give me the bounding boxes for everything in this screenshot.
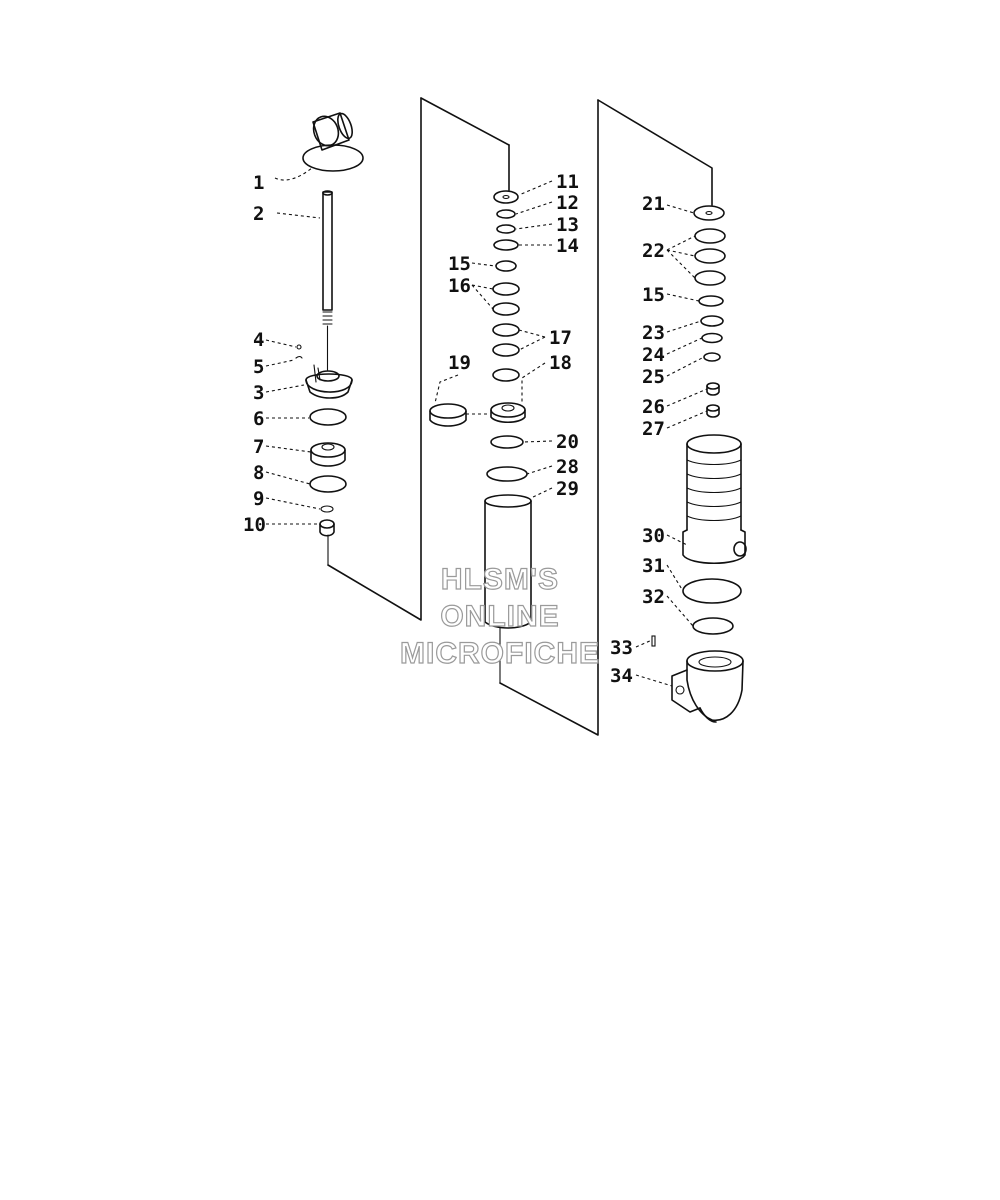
part-18-piston (490, 402, 526, 424)
callout-1: 1 (253, 172, 264, 194)
callout-9: 9 (253, 488, 264, 510)
callout-26: 26 (642, 396, 665, 418)
part-6-o-ring (309, 408, 347, 426)
callout-17: 17 (549, 327, 572, 349)
part-8-o-ring (309, 475, 347, 493)
callout-labels: 1 2 4 5 3 6 7 8 9 10 11 12 13 14 15 16 1… (243, 171, 665, 687)
watermark: HLSM'S ONLINE MICROFICHE (399, 562, 600, 670)
callout-22: 22 (642, 240, 665, 262)
callout-28: 28 (556, 456, 579, 478)
callout-10: 10 (243, 514, 266, 536)
callout-24: 24 (642, 344, 665, 366)
part-4-pin (296, 344, 302, 350)
part-19-piston-ring (429, 403, 467, 427)
callout-30: 30 (642, 525, 665, 547)
part-33-pin (651, 635, 656, 647)
part-20-o-ring (490, 435, 524, 449)
part-3-end-cap (305, 364, 353, 399)
callout-18: 18 (549, 352, 572, 374)
watermark-line-2: ONLINE (440, 600, 559, 633)
part-10-nut (319, 519, 335, 537)
part-29-tube (484, 494, 532, 629)
callout-13: 13 (556, 214, 579, 236)
part-26-spacer (706, 382, 720, 396)
part-31-o-ring (682, 578, 742, 604)
part-34-lower-mount (671, 650, 744, 723)
watermark-line-1: HLSM'S (441, 563, 559, 596)
middle-shims (492, 190, 520, 382)
callout-32: 32 (642, 586, 665, 608)
callout-27: 27 (642, 418, 665, 440)
callout-4: 4 (253, 329, 264, 351)
part-28-ring (486, 466, 528, 482)
callout-31: 31 (642, 555, 665, 577)
callout-16: 16 (448, 275, 471, 297)
callout-33: 33 (610, 637, 633, 659)
callout-6: 6 (253, 408, 264, 430)
callout-23: 23 (642, 322, 665, 344)
part-1-eyelet (302, 112, 364, 172)
part-2-shaft (322, 190, 333, 371)
callout-15b: 15 (642, 284, 665, 306)
part-30-reservoir-body (682, 434, 747, 564)
callout-15a: 15 (448, 253, 471, 275)
leader-lines (265, 167, 708, 687)
callout-12: 12 (556, 192, 579, 214)
panel-frames (327, 97, 713, 736)
callout-21: 21 (642, 193, 665, 215)
part-32-o-ring (692, 617, 734, 635)
part-5-clip (295, 355, 303, 359)
callout-14: 14 (556, 235, 579, 257)
callout-20: 20 (556, 431, 579, 453)
callout-2: 2 (253, 203, 264, 225)
callout-34: 34 (610, 665, 633, 687)
callout-25: 25 (642, 366, 665, 388)
watermark-line-3: MICROFICHE (400, 637, 600, 670)
part-27-nut (706, 404, 720, 418)
callout-19: 19 (448, 352, 471, 374)
part-7-bushing (310, 442, 346, 467)
part-9-washer (320, 505, 334, 513)
callout-7: 7 (253, 436, 264, 458)
callout-29: 29 (556, 478, 579, 500)
right-shims (693, 205, 726, 362)
callout-3: 3 (253, 382, 264, 404)
callout-5: 5 (253, 356, 264, 378)
callout-8: 8 (253, 462, 264, 484)
callout-11: 11 (556, 171, 579, 193)
